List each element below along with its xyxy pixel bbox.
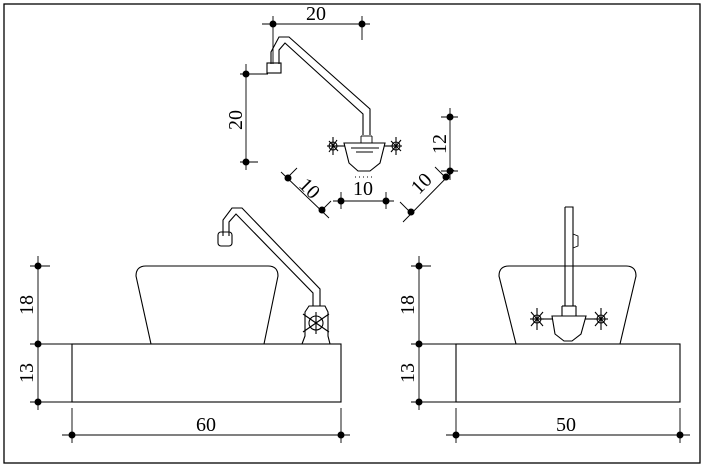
front-dimensions: 18 13 60 xyxy=(16,256,350,443)
front-counter xyxy=(71,343,342,403)
side-bowl xyxy=(498,265,637,345)
faucet-base xyxy=(343,142,386,172)
side-left-handle xyxy=(530,308,553,330)
dim-base-left: 10 xyxy=(294,174,324,204)
side-spout xyxy=(564,206,574,306)
dim-handle-height: 12 xyxy=(429,134,451,154)
dim-spout-height: 20 xyxy=(225,110,247,130)
spout-nozzle xyxy=(266,62,282,74)
dim-front-width: 60 xyxy=(196,414,216,436)
side-tap-base xyxy=(551,315,587,342)
top-faucet-view xyxy=(266,36,402,178)
dim-base-center: 10 xyxy=(353,178,373,200)
front-handle xyxy=(302,312,330,334)
side-counter xyxy=(455,343,681,403)
front-bowl xyxy=(135,265,279,345)
top-faucet-dimensions: 20 20 12 10 10 10 xyxy=(225,3,458,223)
faucet-spout xyxy=(270,36,371,135)
front-view xyxy=(71,207,342,403)
dim-base-right: 10 xyxy=(407,169,437,199)
dim-side-bowl-height: 18 xyxy=(397,295,419,315)
dim-side-counter-height: 13 xyxy=(397,363,419,383)
side-view xyxy=(455,206,681,403)
front-spout xyxy=(222,207,321,306)
dim-front-counter-height: 13 xyxy=(16,363,38,383)
left-handle xyxy=(327,137,345,155)
front-tap-body xyxy=(301,305,331,345)
side-dimensions: 18 13 50 xyxy=(397,256,690,443)
dim-side-width: 50 xyxy=(556,414,576,436)
dim-spout-reach: 20 xyxy=(306,3,326,25)
dim-front-bowl-height: 18 xyxy=(16,295,38,315)
side-right-handle xyxy=(585,308,608,330)
drawing-frame xyxy=(3,3,701,464)
right-handle xyxy=(384,137,402,155)
